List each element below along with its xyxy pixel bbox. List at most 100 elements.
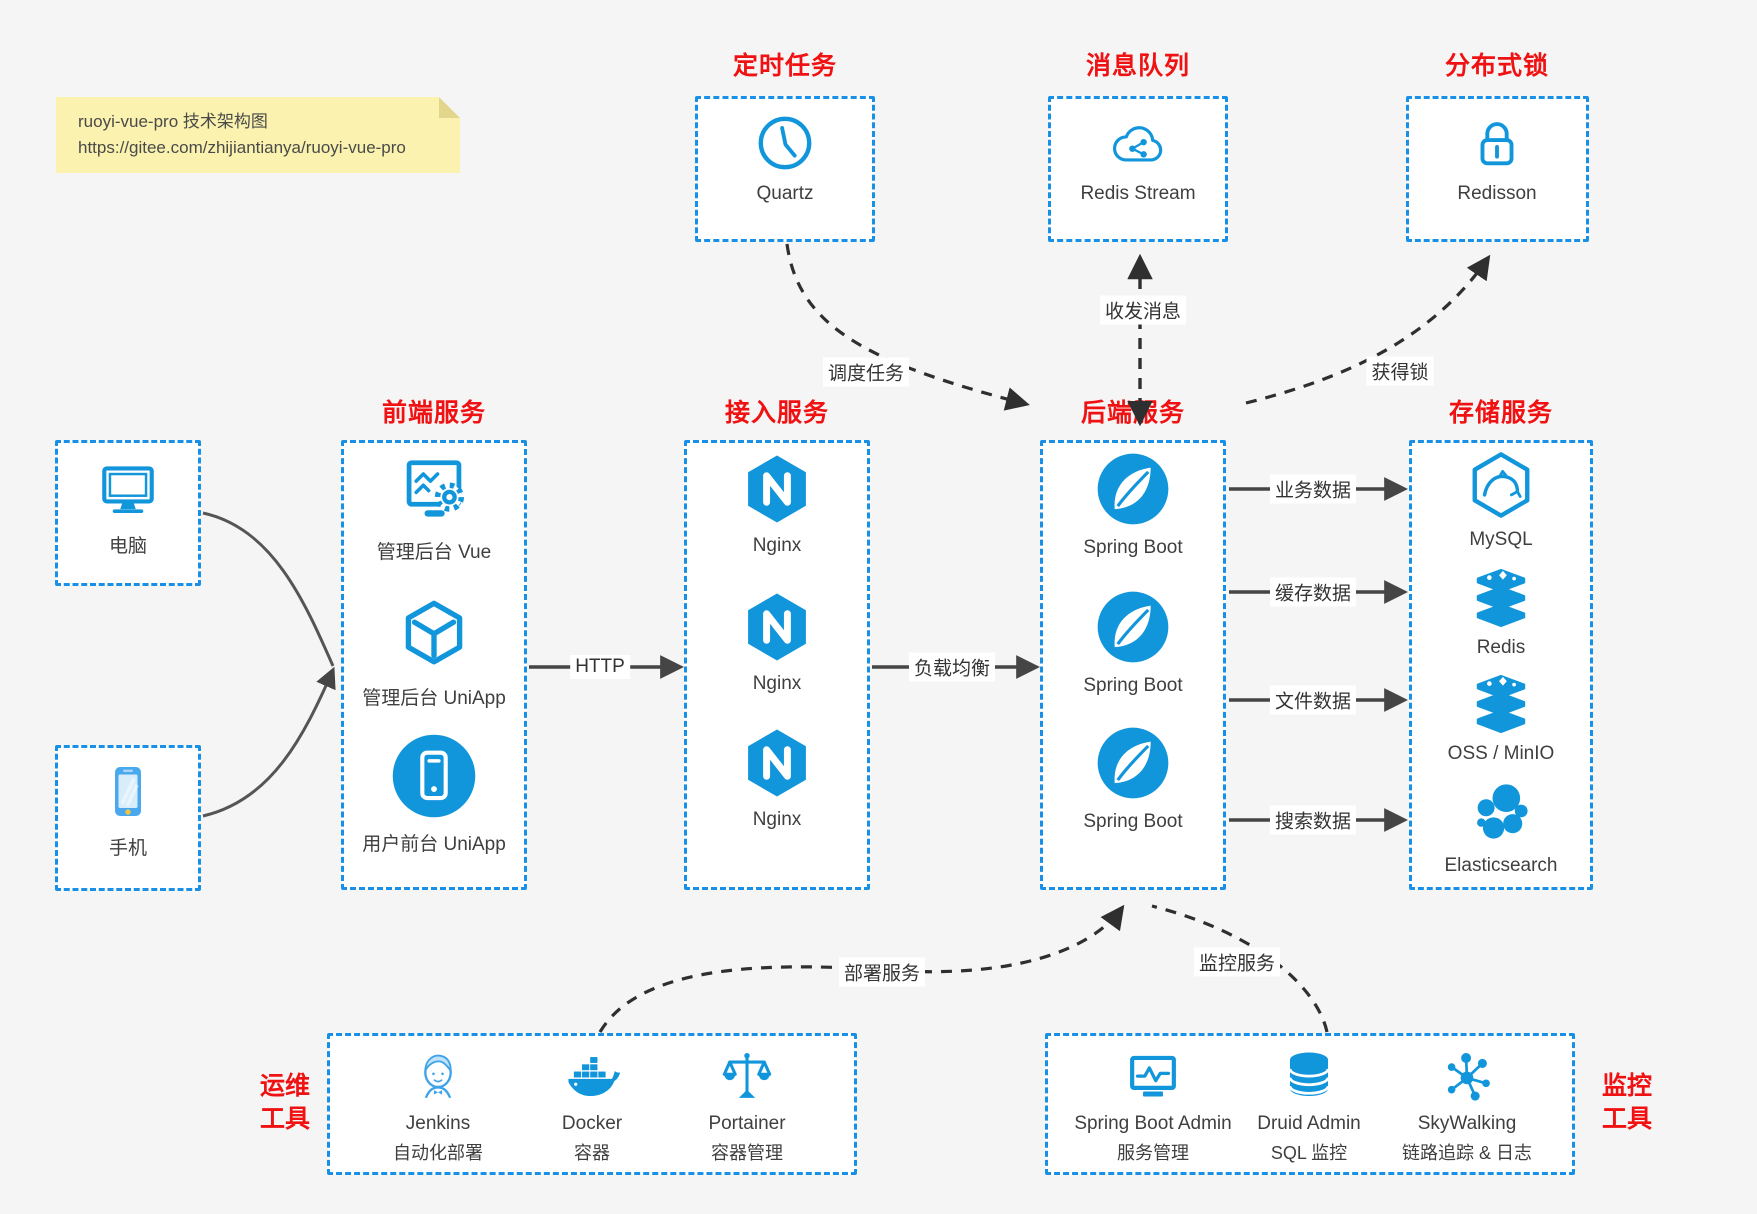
jenkins-icon bbox=[409, 1048, 467, 1106]
redis-stream-box bbox=[1048, 96, 1228, 242]
scales-icon bbox=[718, 1048, 776, 1106]
node-label: 电脑 bbox=[108, 536, 147, 557]
mysql-icon bbox=[1466, 450, 1536, 520]
node-redisson: Redisson bbox=[1412, 112, 1582, 205]
node-redis: Redis bbox=[1416, 566, 1586, 659]
edge-label-business-data: 业务数据 bbox=[1269, 474, 1357, 504]
edge-label-schedule-task: 调度任务 bbox=[822, 357, 910, 387]
title-frontend: 前端服务 bbox=[381, 399, 487, 427]
node-label: Redisson bbox=[1457, 183, 1537, 204]
node-admin-uniapp: 管理后台 UniApp bbox=[349, 596, 519, 710]
node-label: 管理后台 UniApp bbox=[362, 688, 506, 709]
node-label: Nginx bbox=[752, 673, 802, 694]
node-oss-minio: OSS / MinIO bbox=[1416, 672, 1586, 765]
clock-icon bbox=[754, 112, 816, 174]
title-storage: 存储服务 bbox=[1448, 399, 1554, 427]
spring-icon bbox=[1094, 588, 1172, 666]
node-label: 管理后台 Vue bbox=[376, 542, 492, 563]
desktop-icon bbox=[95, 456, 161, 522]
node-computer: 电脑 bbox=[43, 456, 213, 558]
phone-box bbox=[55, 745, 201, 891]
tool-desc: 容器管理 bbox=[711, 1143, 783, 1163]
note-url: https://gitee.com/zhijiantianya/ruoyi-vu… bbox=[78, 138, 406, 157]
edge-label-cache-data: 缓存数据 bbox=[1269, 577, 1357, 607]
arrow-computer-to-frontend bbox=[202, 511, 335, 667]
node-label: Redis Stream bbox=[1080, 183, 1196, 204]
node-label: 用户前台 UniApp bbox=[362, 834, 506, 855]
edge-label-load-balance: 负载均衡 bbox=[908, 652, 996, 682]
storage-stack-icon bbox=[1470, 672, 1532, 734]
tool-name: SkyWalking bbox=[1417, 1113, 1517, 1134]
title-distributed-lock: 分布式锁 bbox=[1444, 52, 1550, 80]
mobile-app-icon bbox=[390, 732, 478, 820]
docker-whale-icon bbox=[563, 1048, 621, 1106]
node-nginx-3: Nginx bbox=[692, 726, 862, 831]
tool-desc: SQL 监控 bbox=[1270, 1143, 1348, 1163]
tool-desc: 服务管理 bbox=[1117, 1143, 1189, 1163]
node-spring-boot-admin: Spring Boot Admin 服务管理 bbox=[1058, 1048, 1248, 1165]
edge-label-acquire-lock: 获得锁 bbox=[1366, 356, 1434, 386]
sticky-note: ruoyi-vue-pro 技术架构图 https://gitee.com/zh… bbox=[56, 97, 460, 173]
lock-icon bbox=[1466, 112, 1528, 174]
node-label: Nginx bbox=[752, 809, 802, 830]
nginx-icon bbox=[740, 726, 814, 800]
node-spring-boot-1: Spring Boot bbox=[1048, 450, 1218, 559]
tool-name: Druid Admin bbox=[1257, 1113, 1361, 1134]
node-nginx-1: Nginx bbox=[692, 452, 862, 557]
tool-desc: 自动化部署 bbox=[393, 1143, 483, 1163]
edge-label-search-data: 搜索数据 bbox=[1269, 805, 1357, 835]
node-druid-admin: Druid Admin SQL 监控 bbox=[1224, 1048, 1394, 1165]
label-monitor-tools: 监控 工具 bbox=[1601, 1072, 1652, 1133]
tool-name: Jenkins bbox=[405, 1113, 471, 1134]
edge-label-send-receive-msg: 收发消息 bbox=[1099, 295, 1187, 325]
node-jenkins: Jenkins 自动化部署 bbox=[353, 1048, 523, 1165]
node-quartz: Quartz bbox=[700, 112, 870, 205]
node-spring-boot-2: Spring Boot bbox=[1048, 588, 1218, 697]
node-user-uniapp: 用户前台 UniApp bbox=[349, 732, 519, 856]
node-label: Quartz bbox=[756, 183, 814, 204]
node-label: Spring Boot bbox=[1083, 537, 1183, 558]
tool-name: Docker bbox=[561, 1113, 623, 1134]
spring-icon bbox=[1094, 724, 1172, 802]
node-label: OSS / MinIO bbox=[1447, 743, 1555, 764]
node-label: MySQL bbox=[1469, 529, 1533, 550]
cube-icon bbox=[395, 596, 473, 674]
node-docker: Docker 容器 bbox=[507, 1048, 677, 1165]
admin-monitor-icon bbox=[1124, 1048, 1182, 1106]
redisson-box bbox=[1406, 96, 1589, 242]
admin-vue-icon bbox=[396, 452, 472, 528]
tool-desc: 容器 bbox=[574, 1143, 610, 1163]
tool-name: Spring Boot Admin bbox=[1074, 1113, 1232, 1134]
node-portainer: Portainer 容器管理 bbox=[662, 1048, 832, 1165]
smartphone-icon bbox=[96, 760, 160, 824]
ops-tools-box bbox=[327, 1033, 857, 1175]
title-gateway: 接入服务 bbox=[724, 399, 830, 427]
topology-icon bbox=[1438, 1048, 1496, 1106]
spring-icon bbox=[1094, 450, 1172, 528]
edge-label-monitor-service: 监控服务 bbox=[1193, 947, 1281, 977]
node-admin-vue: 管理后台 Vue bbox=[349, 452, 519, 564]
title-message-queue: 消息队列 bbox=[1085, 52, 1191, 80]
node-label: Spring Boot bbox=[1083, 811, 1183, 832]
tool-name: Portainer bbox=[708, 1113, 786, 1134]
nginx-icon bbox=[740, 452, 814, 526]
tool-desc: 链路追踪 & 日志 bbox=[1401, 1143, 1532, 1163]
edge-label-http: HTTP bbox=[570, 655, 630, 679]
node-phone: 手机 bbox=[43, 760, 213, 860]
node-redis-stream: Redis Stream bbox=[1053, 114, 1223, 205]
nginx-icon bbox=[740, 590, 814, 664]
elasticsearch-icon bbox=[1467, 778, 1535, 846]
database-icon bbox=[1280, 1048, 1338, 1106]
edge-label-file-data: 文件数据 bbox=[1269, 685, 1357, 715]
node-spring-boot-3: Spring Boot bbox=[1048, 724, 1218, 833]
redis-stack-icon bbox=[1470, 566, 1532, 628]
node-label: Nginx bbox=[752, 535, 802, 556]
edge-label-deploy-service: 部署服务 bbox=[838, 957, 926, 987]
node-label: Elasticsearch bbox=[1444, 855, 1558, 876]
arrow-phone-to-frontend bbox=[202, 666, 336, 818]
node-nginx-2: Nginx bbox=[692, 590, 862, 695]
title-backend: 后端服务 bbox=[1080, 399, 1186, 427]
storage-box bbox=[1409, 440, 1593, 890]
node-label: 手机 bbox=[108, 838, 147, 859]
title-scheduled-tasks: 定时任务 bbox=[732, 52, 838, 80]
